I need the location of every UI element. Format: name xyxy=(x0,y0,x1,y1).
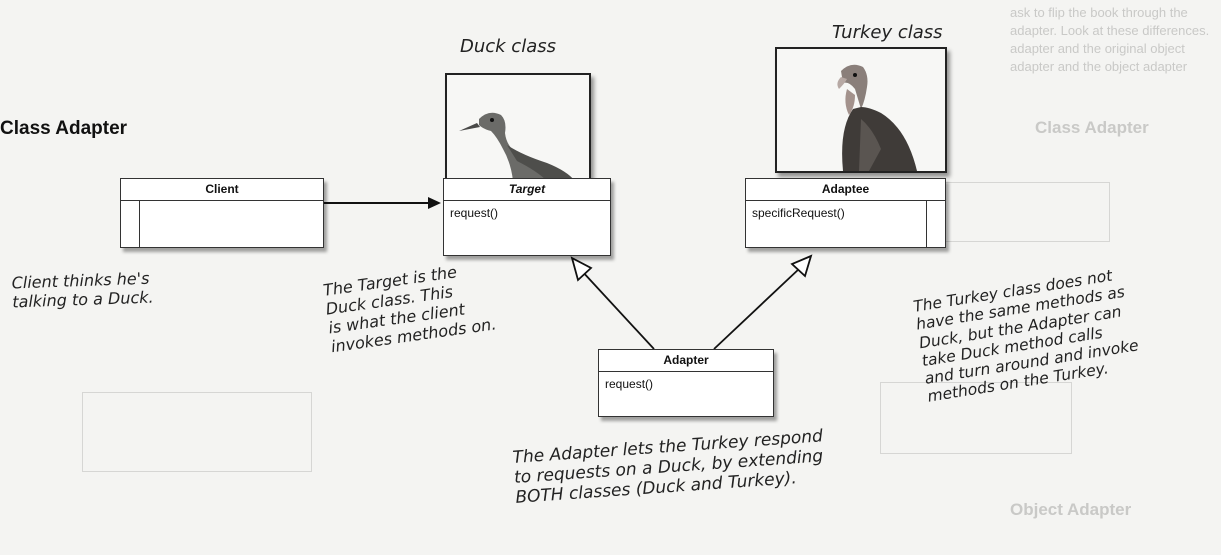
inheritance-line-adaptee xyxy=(713,267,801,350)
background-box xyxy=(82,392,312,472)
inheritance-line-target xyxy=(580,269,655,350)
client-class-name: Client xyxy=(121,179,323,201)
turkey-image xyxy=(777,49,945,171)
compartment-divider xyxy=(121,201,140,247)
background-box xyxy=(880,382,1072,454)
target-class-name: Target xyxy=(444,179,610,201)
turkey-photo xyxy=(775,47,947,173)
adaptee-class-box: Adaptee specificRequest() xyxy=(745,178,946,248)
background-heading-class-adapter: Class Adapter xyxy=(1035,118,1149,137)
turkey-class-label: Turkey class xyxy=(832,22,943,43)
duck-image xyxy=(447,75,589,181)
compartment-divider xyxy=(926,201,945,247)
duck-photo xyxy=(445,73,591,183)
association-arrowhead xyxy=(428,197,441,209)
adapter-method: request() xyxy=(605,377,654,391)
adapter-class-name: Adapter xyxy=(599,350,773,372)
inheritance-arrowhead-adaptee xyxy=(790,254,813,278)
client-class-box: Client xyxy=(120,178,324,248)
background-heading-object-adapter: Object Adapter xyxy=(1010,500,1132,519)
diagram-title: Class Adapter xyxy=(0,118,128,139)
target-method: request() xyxy=(450,206,499,220)
background-page-text: ask to flip the book through the adapter… xyxy=(1010,5,1210,74)
target-class-box: Target request() xyxy=(443,178,611,256)
adapter-class-box: Adapter request() xyxy=(598,349,774,417)
duck-class-label: Duck class xyxy=(460,36,556,57)
inheritance-arrowhead-target xyxy=(570,256,593,282)
client-annotation: Client thinks he's talking to a Duck. xyxy=(11,268,154,312)
adaptee-class-name: Adaptee xyxy=(746,179,945,201)
adaptee-method: specificRequest() xyxy=(752,206,845,220)
